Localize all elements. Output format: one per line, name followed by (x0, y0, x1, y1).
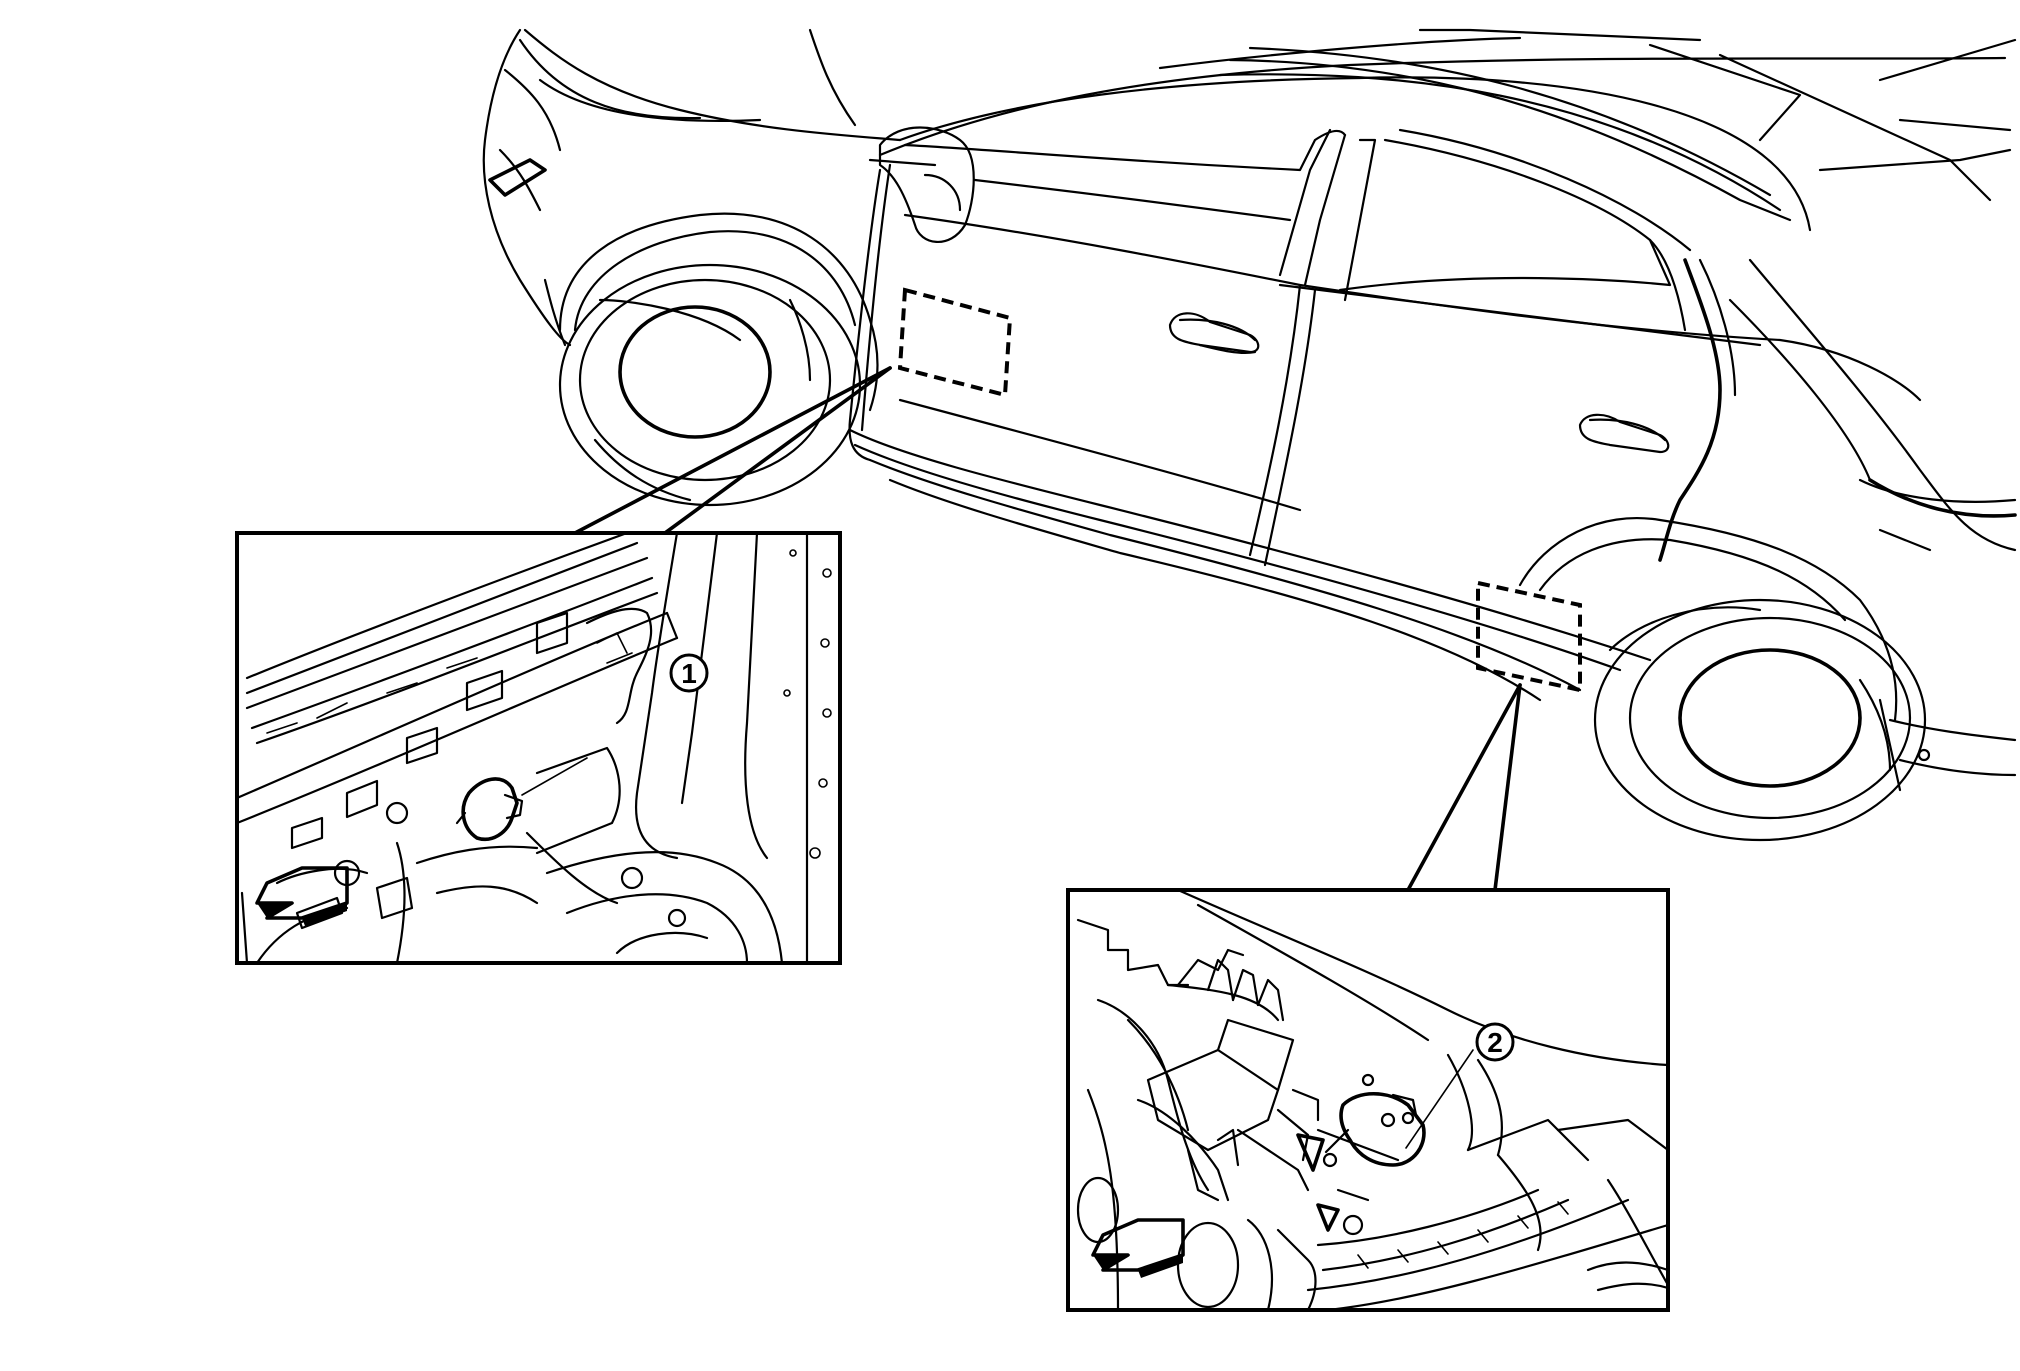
front-door-inset: 1 (235, 531, 842, 965)
callout-2: 2 (1475, 1022, 1515, 1062)
rear-wheel-arch-inset: 2 (1066, 888, 1670, 1312)
svg-text:1: 1 (681, 658, 697, 689)
front-door-inner-panel (897, 287, 1013, 398)
vehicle-body (482, 28, 2017, 842)
rear-sill-area (1476, 580, 1582, 693)
component-1-shape (461, 777, 519, 841)
callout-1: 1 (669, 653, 709, 693)
svg-text:2: 2 (1487, 1027, 1503, 1058)
leader-lines (573, 366, 1522, 892)
